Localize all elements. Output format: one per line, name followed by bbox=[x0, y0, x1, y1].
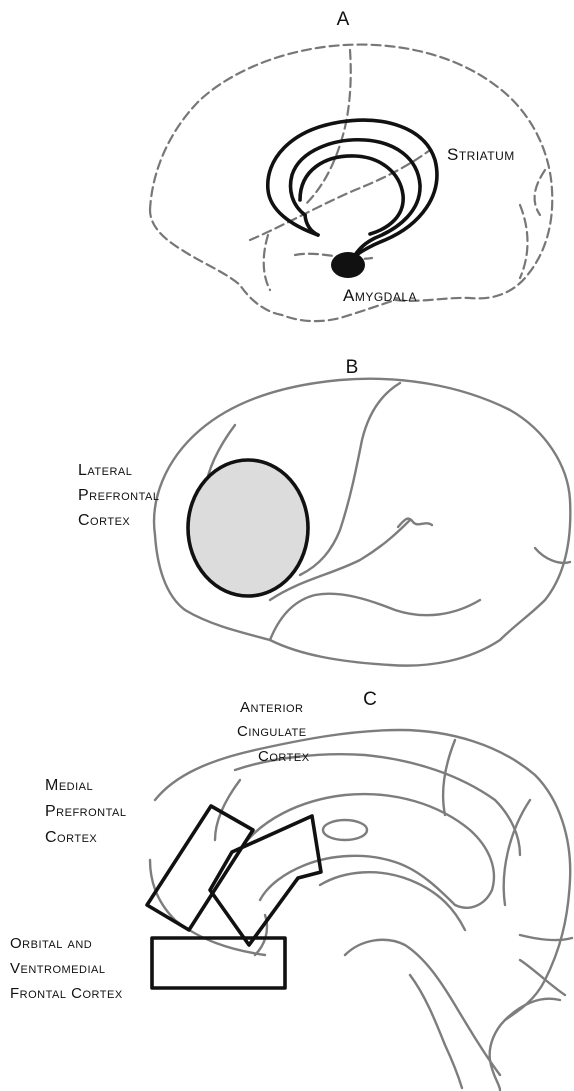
label-mpfc-line2: Prefrontal bbox=[45, 803, 126, 820]
label-ofc-line3: Frontal Cortex bbox=[10, 985, 123, 1002]
label-acc-line1: Anterior bbox=[240, 699, 304, 716]
label-ofc-line1: Orbital and bbox=[10, 935, 92, 952]
striatum-innermost bbox=[300, 156, 403, 234]
label-acc-line2: Cingulate bbox=[237, 723, 307, 740]
panel-a: A Striatum Amygdala bbox=[150, 9, 552, 321]
brain-brainstem-2 bbox=[410, 975, 462, 1088]
anterior-cingulate-region bbox=[210, 816, 321, 945]
label-acc-line3: Cortex bbox=[258, 748, 310, 765]
brain-corpus-callosum bbox=[240, 794, 494, 908]
brain-cerebellum bbox=[505, 960, 565, 1020]
brain-sulcus-calcarine bbox=[520, 935, 572, 940]
brain-sulcus-cingulate bbox=[235, 754, 520, 855]
label-striatum: Striatum bbox=[447, 145, 515, 164]
panel-b: B Lateral Prefrontal Cortex bbox=[78, 357, 570, 666]
brain-outline-medial bbox=[155, 730, 570, 1090]
label-amygdala: Amygdala bbox=[343, 286, 417, 305]
orbital-ventromedial-region bbox=[152, 938, 285, 988]
lateral-prefrontal-region bbox=[188, 460, 308, 596]
brain-ventricle bbox=[323, 820, 367, 840]
label-mpfc-line1: Medial bbox=[45, 777, 93, 794]
medial-prefrontal-region bbox=[147, 806, 253, 930]
label-lpfc-line2: Prefrontal bbox=[78, 487, 159, 504]
label-lpfc-line3: Cortex bbox=[78, 512, 130, 529]
label-lpfc-line1: Lateral bbox=[78, 462, 132, 479]
panel-b-letter: B bbox=[346, 357, 359, 378]
label-ofc-line2: Ventromedial bbox=[10, 960, 105, 977]
brain-sulcus-central bbox=[300, 383, 400, 575]
panel-c: C Anterior Cingulate Cortex Medial Prefr… bbox=[10, 689, 572, 1090]
brain-sulcus-temporal bbox=[270, 594, 480, 640]
brain-sulcus-dashed-1 bbox=[305, 50, 351, 205]
brain-sulcus-dashed-4 bbox=[535, 170, 545, 215]
amygdala-shape bbox=[331, 252, 365, 278]
brain-brainstem bbox=[345, 940, 500, 1075]
brain-thalamus bbox=[320, 872, 465, 930]
label-mpfc-line3: Cortex bbox=[45, 829, 97, 846]
brain-sulcus-dashed-3 bbox=[264, 235, 270, 290]
panel-a-letter: A bbox=[337, 9, 350, 30]
brain-sulcus-dashed-5 bbox=[520, 205, 528, 278]
panel-c-letter: C bbox=[363, 689, 377, 710]
